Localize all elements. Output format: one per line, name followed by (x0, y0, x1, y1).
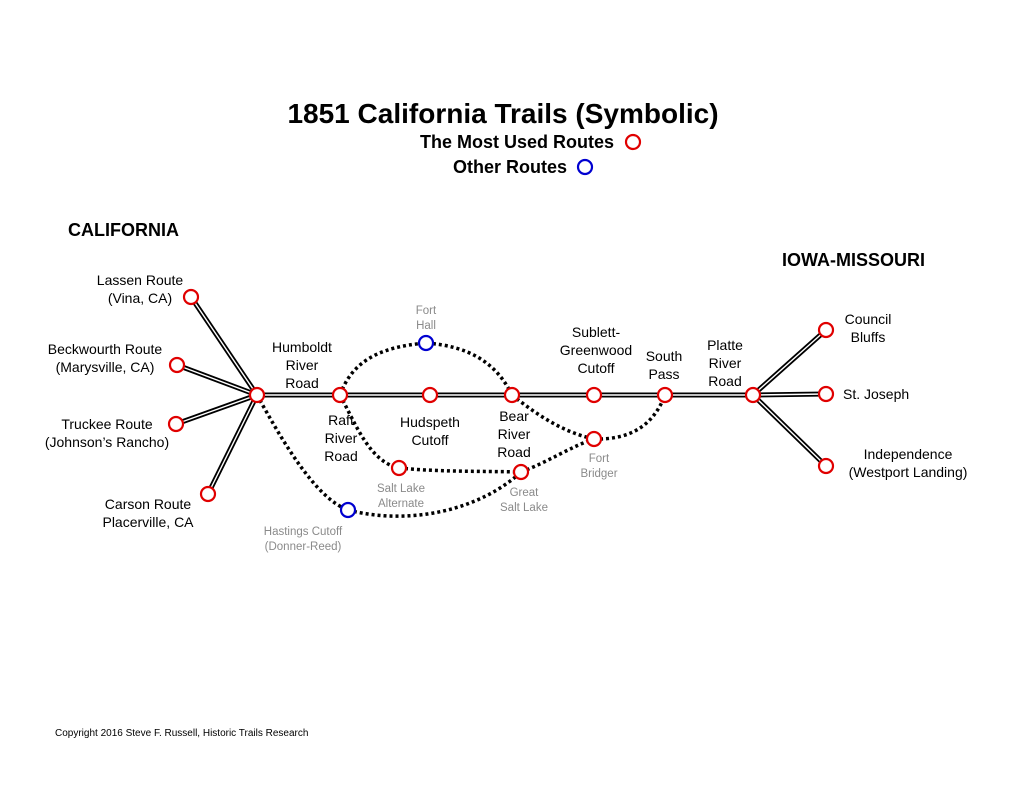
label-bear-1: Bear (499, 408, 529, 424)
label-hastings-1: Hastings Cutoff (264, 526, 343, 538)
salt-lake-alternate-route (398, 466, 522, 474)
label-fort-bridger-1: Fort (589, 453, 610, 465)
label-raft-1: Raft (328, 412, 354, 428)
label-council-1: Council (845, 311, 892, 327)
bridger-to-south-pass-route (593, 394, 667, 441)
label-beckwourth-1: Beckwourth Route (48, 341, 163, 357)
region-california: CALIFORNIA (68, 220, 179, 240)
node-beckwourth (168, 356, 186, 374)
region-iowa-missouri: IOWA-MISSOURI (782, 250, 925, 270)
label-fort-bridger-2: Bridger (580, 468, 617, 480)
label-platte-2: River (709, 355, 742, 371)
legend-most-used-marker (624, 133, 642, 151)
label-salt-lake-alt-1: Salt Lake (377, 483, 425, 495)
node-great-salt-lake (512, 463, 530, 481)
node-bear-river (503, 386, 521, 404)
label-south-pass-2: Pass (648, 366, 679, 382)
node-platte (744, 386, 762, 404)
label-fort-hall-2: Hall (416, 320, 436, 332)
label-humboldt-1: Humboldt (272, 339, 332, 355)
label-lassen-1: Lassen Route (97, 272, 184, 288)
node-raft-river (331, 386, 349, 404)
label-great-salt-lake-2: Salt Lake (500, 502, 548, 514)
bear-to-bridger-route (510, 393, 595, 441)
label-humboldt-2: River (286, 357, 319, 373)
diagram-title: 1851 California Trails (Symbolic) (287, 98, 718, 129)
node-carson (199, 485, 217, 503)
node-independence (817, 457, 835, 475)
label-great-salt-lake-1: Great (510, 487, 540, 499)
label-hudspeth-2: Cutoff (411, 432, 448, 448)
fort-hall-route (338, 341, 514, 396)
label-beckwourth-2: (Marysville, CA) (56, 359, 155, 375)
label-independence-1: Independence (864, 446, 953, 462)
main-routes (173, 294, 829, 497)
label-hastings-2: (Donner-Reed) (265, 541, 342, 553)
legend-most-used-label: The Most Used Routes (420, 132, 614, 152)
label-independence-2: (Westport Landing) (849, 464, 968, 480)
label-carson-2: Placerville, CA (102, 514, 194, 530)
node-hudspeth (421, 386, 439, 404)
node-truckee (167, 415, 185, 433)
label-salt-lake-alt-2: Alternate (378, 498, 424, 510)
legend-other-marker (576, 158, 594, 176)
node-lassen (182, 288, 200, 306)
hastings-route-west (255, 394, 349, 512)
label-humboldt-3: Road (285, 375, 318, 391)
node-council-bluffs (817, 321, 835, 339)
label-bear-2: River (498, 426, 531, 442)
label-council-2: Bluffs (851, 329, 886, 345)
label-truckee-1: Truckee Route (61, 416, 153, 432)
copyright-notice: Copyright 2016 Steve F. Russell, Histori… (55, 728, 308, 739)
route-labels: Lassen Route (Vina, CA) Beckwourth Route… (45, 272, 968, 530)
legend-other-label: Other Routes (453, 157, 567, 177)
label-lassen-2: (Vina, CA) (108, 290, 172, 306)
label-sublett-2: Greenwood (560, 342, 632, 358)
label-sublett-1: Sublett- (572, 324, 621, 340)
node-salt-lake-alternate (390, 459, 408, 477)
node-hastings (339, 501, 357, 519)
label-platte-1: Platte (707, 337, 743, 353)
label-fort-hall-1: Fort (416, 305, 437, 317)
label-sublett-3: Cutoff (577, 360, 614, 376)
label-platte-3: Road (708, 373, 741, 389)
node-fort-bridger (585, 430, 603, 448)
node-fort-hall (417, 334, 435, 352)
secondary-labels: Fort Hall Salt Lake Alternate Great Salt… (264, 305, 618, 553)
node-st-joseph (817, 385, 835, 403)
label-st-joseph: St. Joseph (843, 386, 909, 402)
label-hudspeth-1: Hudspeth (400, 414, 460, 430)
label-truckee-2: (Johnson’s Rancho) (45, 434, 169, 450)
label-carson-1: Carson Route (105, 496, 192, 512)
label-south-pass-1: South (646, 348, 683, 364)
node-south-pass (656, 386, 674, 404)
label-bear-3: Road (497, 444, 530, 460)
node-sublett (585, 386, 603, 404)
label-raft-3: Road (324, 448, 357, 464)
hastings-route-east (347, 470, 523, 518)
trail-nodes (167, 288, 835, 519)
label-raft-2: River (325, 430, 358, 446)
node-humboldt-hub (248, 386, 266, 404)
